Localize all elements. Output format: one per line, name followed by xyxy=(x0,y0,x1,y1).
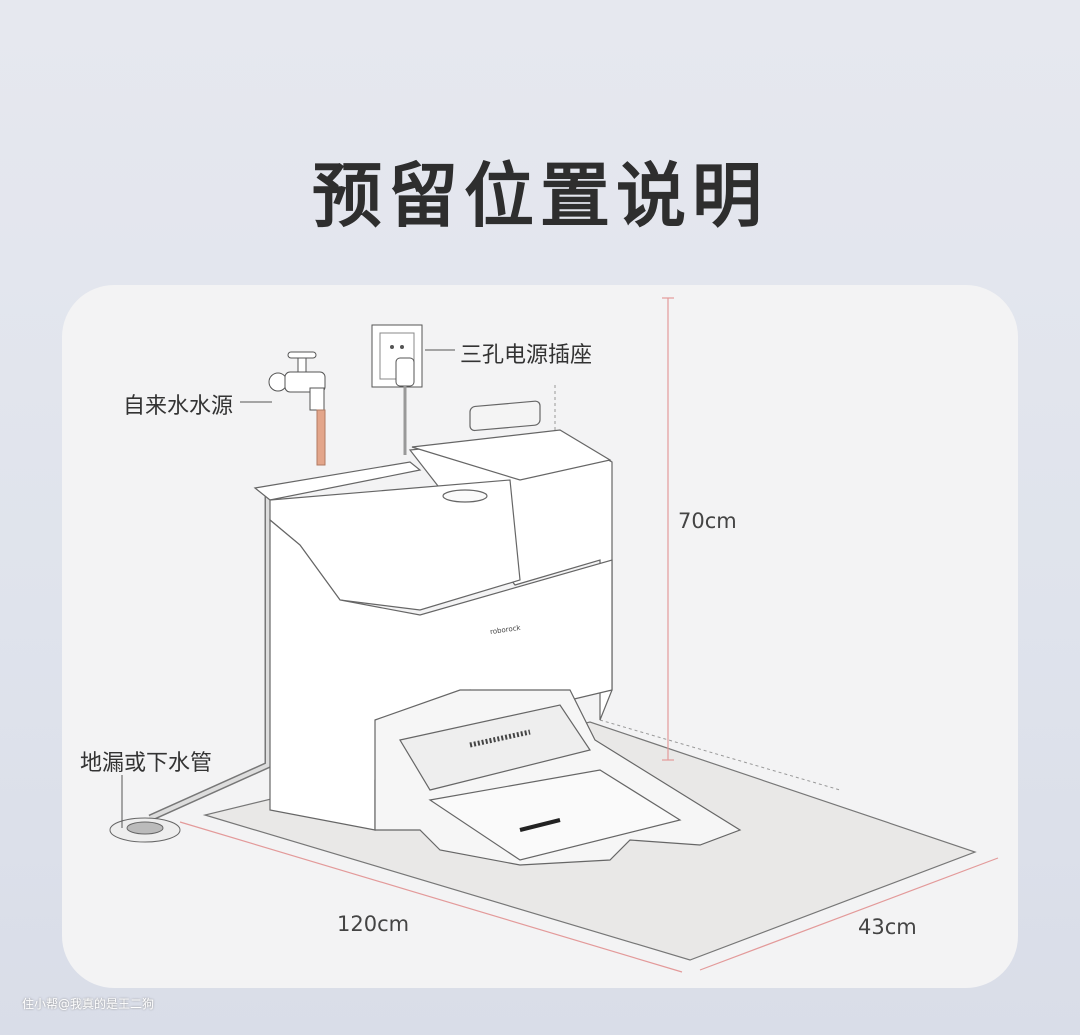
power-socket-icon xyxy=(371,324,455,455)
drain-label: 地漏或下水管 xyxy=(80,751,213,776)
drain-pipe-icon xyxy=(109,490,272,843)
height-dimension-line xyxy=(662,297,674,761)
width-dimension: 120cm xyxy=(337,912,410,936)
height-dimension: 70cm xyxy=(678,509,737,533)
depth-dimension-line xyxy=(699,857,999,971)
socket-label: 三孔电源插座 xyxy=(460,343,593,368)
watermark: 住小帮@我真的是王二狗 xyxy=(22,997,155,1011)
water-faucet-icon xyxy=(240,351,326,466)
depth-dimension: 43cm xyxy=(858,915,917,939)
page-title: 预留位置说明 xyxy=(312,155,768,237)
robot-base-station xyxy=(253,400,742,866)
water-source-label: 自来水水源 xyxy=(123,394,234,419)
width-dimension-line xyxy=(179,821,683,973)
